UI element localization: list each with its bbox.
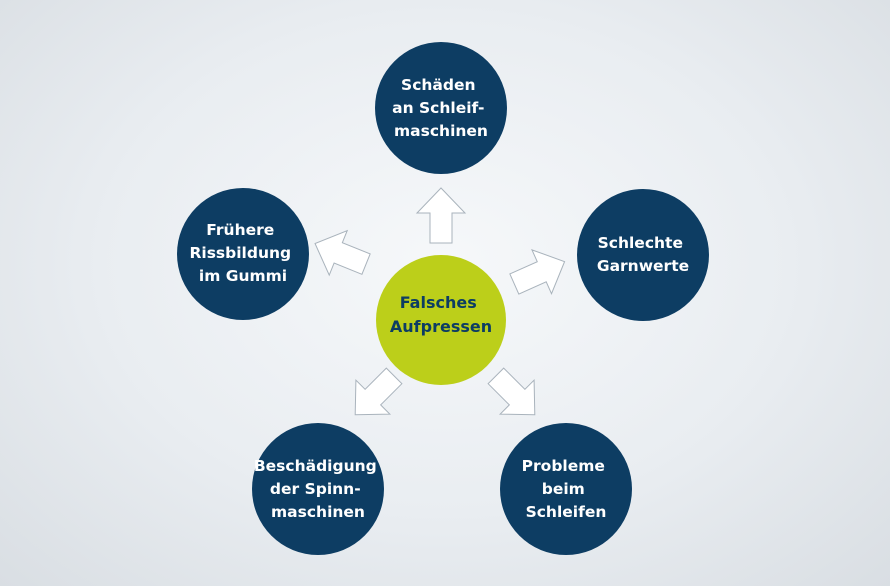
node-damage-grinding-machines — [375, 42, 507, 174]
arrows-group — [314, 187, 566, 416]
center-node — [376, 255, 506, 385]
arrow-to-grinding-problems — [487, 367, 536, 416]
node-early-rubber-cracking-label: Frühere Rissbildung im Gummi — [189, 221, 296, 285]
node-4-line-2: Rissbildung — [189, 244, 291, 262]
node-1-line-2: Garnwerte — [597, 257, 689, 275]
node-spinning-machine-damage — [252, 423, 384, 555]
arrow-to-early-rubber-cracking — [314, 229, 371, 277]
center-line-1: Falsches — [400, 293, 477, 312]
arrow-to-grinding-machine-damage — [415, 187, 467, 244]
node-early-rubber-cracking — [177, 188, 309, 320]
node-1-line-1: Schlechte — [598, 234, 683, 252]
node-damage-grinding-machines-label: Schäden an Schleif- maschinen — [392, 76, 490, 140]
node-4-line-3: im Gummi — [199, 267, 287, 285]
node-3-line-3: maschinen — [271, 503, 365, 521]
node-grinding-problems-label: Probleme beim Schleifen — [522, 457, 611, 521]
node-2-line-1: Probleme — [522, 457, 605, 475]
node-2-line-2: beim — [542, 480, 585, 498]
node-bad-yarn-values — [577, 189, 709, 321]
node-3-line-2: der Spinn- — [270, 480, 361, 498]
node-spinning-machine-damage-label: Beschädigung der Spinn- maschinen — [254, 457, 382, 521]
arrow-to-spinning-machine-damage — [354, 367, 403, 416]
node-0-line-3: maschinen — [394, 122, 488, 140]
arrow-to-bad-yarn-values — [509, 248, 566, 295]
node-3-line-1: Beschädigung — [254, 457, 377, 475]
node-4-line-1: Frühere — [206, 221, 274, 239]
node-bad-yarn-values-label: Schlechte Garnwerte — [597, 234, 689, 275]
center-line-2: Aufpressen — [390, 317, 492, 336]
node-0-line-1: Schäden — [401, 76, 476, 94]
center-node-label: Falsches Aufpressen — [390, 293, 492, 336]
node-2-line-3: Schleifen — [526, 503, 607, 521]
node-0-line-2: an Schleif- — [392, 99, 484, 117]
node-grinding-problems — [500, 423, 632, 555]
